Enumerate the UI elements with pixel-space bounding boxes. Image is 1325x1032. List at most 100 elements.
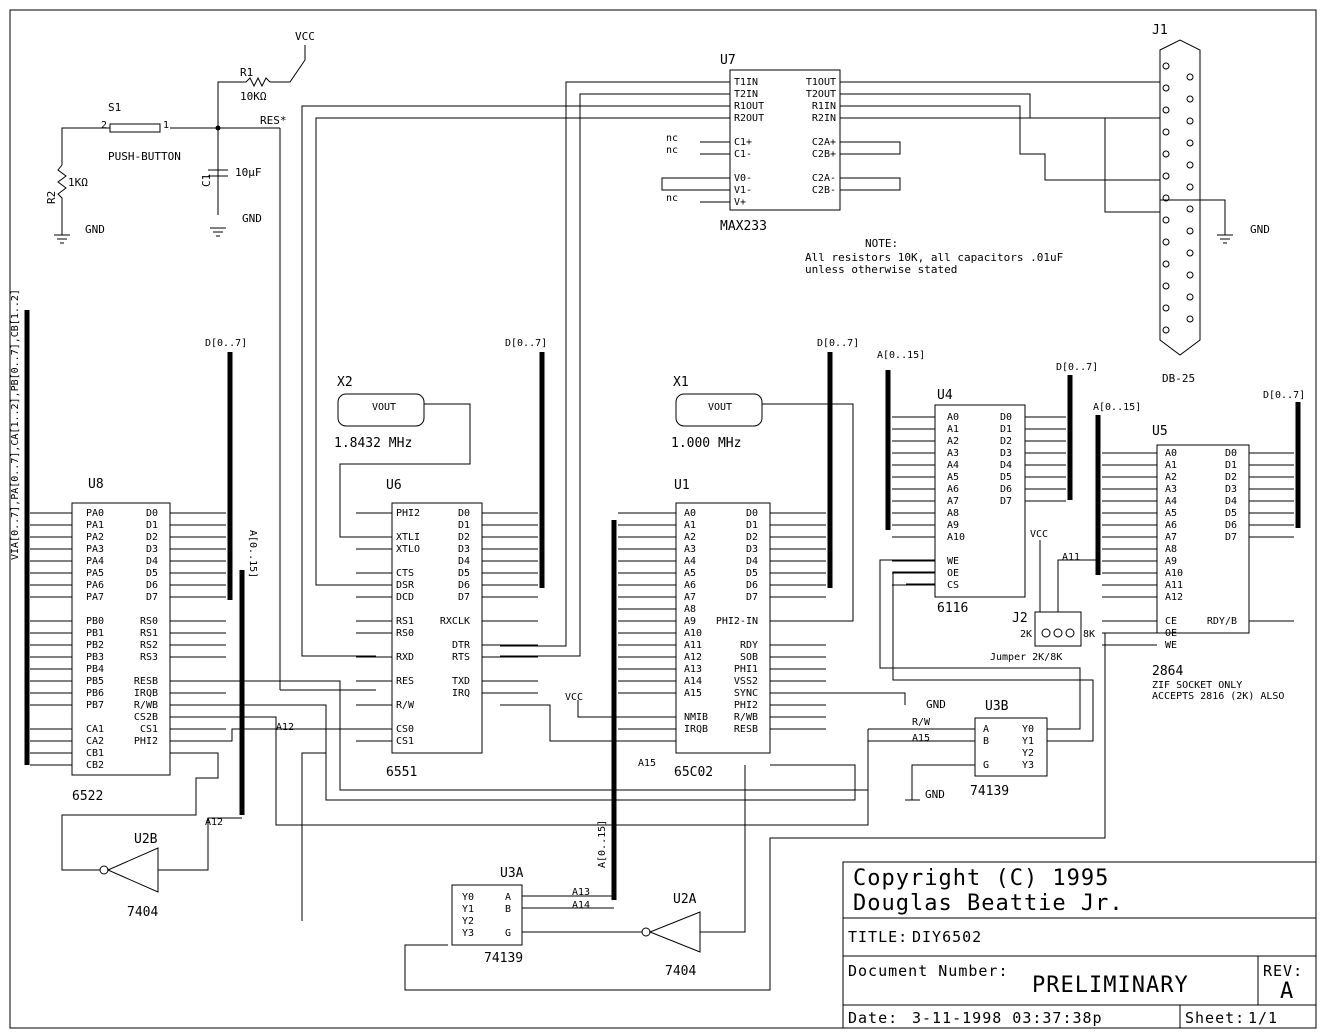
u8-left-pin-label: PB6 bbox=[86, 688, 104, 699]
u1-right-pin-label: PHI2-IN bbox=[716, 616, 758, 627]
s1-ref: S1 bbox=[108, 101, 121, 114]
u1-right-pin-label: R/WB bbox=[734, 712, 758, 723]
j1-part: DB-25 bbox=[1162, 372, 1195, 385]
u6-left-pin-label: CS1 bbox=[396, 736, 414, 747]
svg-text:ACCEPTS 2816 (2K) ALSO: ACCEPTS 2816 (2K) ALSO bbox=[1152, 691, 1284, 702]
s1-value: PUSH-BUTTON bbox=[108, 150, 181, 163]
u1-65c02: U1 65C02 A0A1A2A3A4A5A6A7A8A9A10A11A12A1… bbox=[618, 478, 826, 780]
u8-right-pin-label: IRQB bbox=[134, 688, 158, 699]
u7-left-pin-label: V1- bbox=[734, 185, 752, 196]
x1-oscillator: X1 VOUT 1.000 MHz bbox=[671, 375, 854, 622]
u6-left-pin-label: DSR bbox=[396, 580, 415, 591]
db25-pin bbox=[1162, 106, 1170, 114]
note-line2: unless otherwise stated bbox=[805, 263, 957, 276]
u7-left-pin-label: R2OUT bbox=[734, 113, 764, 124]
u1-left-pin-label: A12 bbox=[684, 652, 702, 663]
db25-pin bbox=[1186, 117, 1194, 125]
r2-value: 1KΩ bbox=[68, 176, 88, 189]
u7-left-pin-label: T1IN bbox=[734, 77, 758, 88]
u1-ref: U1 bbox=[674, 478, 690, 493]
u1-left-pin-label: NMIB bbox=[684, 712, 708, 723]
u7-part: MAX233 bbox=[720, 219, 767, 234]
u5-right-pin-label: D7 bbox=[1225, 532, 1237, 543]
docnum-label: Document Number: bbox=[848, 962, 1009, 980]
u6-left-pin-label: DCD bbox=[396, 592, 414, 603]
u4-left-pin-label: A1 bbox=[947, 424, 959, 435]
r1-value: 10KΩ bbox=[240, 90, 267, 103]
u5-right-pin-label: D4 bbox=[1225, 496, 1237, 507]
u1-left-pin-label: A4 bbox=[684, 556, 696, 567]
svg-text:B: B bbox=[983, 736, 989, 747]
u8-right-pin-label: D2 bbox=[146, 532, 158, 543]
svg-text:8K: 8K bbox=[1083, 629, 1095, 640]
db25-pin bbox=[1162, 326, 1170, 334]
u6-right-pin-label: D0 bbox=[458, 508, 470, 519]
u7-right-pin-label: C2A+ bbox=[812, 137, 836, 148]
svg-text:A15: A15 bbox=[638, 758, 656, 769]
u7-right-pin-label: C2B+ bbox=[812, 149, 836, 160]
sheet-label: Sheet: bbox=[1185, 1009, 1245, 1027]
svg-text:Y2: Y2 bbox=[462, 916, 474, 927]
svg-text:D[0..7]: D[0..7] bbox=[505, 338, 547, 349]
inverter-icon bbox=[106, 847, 159, 893]
svg-text:2K: 2K bbox=[1020, 629, 1032, 640]
svg-text:B: B bbox=[505, 904, 511, 915]
svg-text:Y3: Y3 bbox=[462, 928, 474, 939]
db25-pin bbox=[1162, 282, 1170, 290]
svg-text:VCC: VCC bbox=[565, 692, 583, 703]
svg-text:A: A bbox=[505, 892, 511, 903]
u6-left-pin-label: R/W bbox=[396, 700, 415, 711]
svg-text:Y1: Y1 bbox=[462, 904, 474, 915]
u1-right-pin-label: SOB bbox=[740, 652, 758, 663]
u7-ref: U7 bbox=[720, 53, 736, 68]
u6-right-pin-label: TXD bbox=[452, 676, 470, 687]
u1-left-pin-label: A5 bbox=[684, 568, 696, 579]
via-bus-label: VIA[0..7],PA[0..7],CA[1..2],PB[0..7],CB[… bbox=[10, 289, 21, 560]
u8-6522: U8 6522 PA0PA1PA2PA3PA4PA5PA6PA7PB0PB1PB… bbox=[30, 477, 226, 804]
u1-left-pin-label: A14 bbox=[684, 676, 702, 687]
date-label: Date: bbox=[848, 1009, 898, 1027]
db25-pin bbox=[1162, 194, 1170, 202]
u7-right-pin-label: C2A- bbox=[812, 173, 836, 184]
svg-text:R/W: R/W bbox=[912, 717, 931, 728]
u4-right-pin-label: D5 bbox=[1000, 472, 1012, 483]
svg-text:1.8432 MHz: 1.8432 MHz bbox=[334, 436, 412, 451]
u8-left-pin-label: PA7 bbox=[86, 592, 104, 603]
svg-text:A[0..15]: A[0..15] bbox=[597, 820, 608, 868]
svg-text:74139: 74139 bbox=[970, 784, 1009, 799]
u5-left-pin-label: A9 bbox=[1165, 556, 1177, 567]
u5-left-pin-label: A3 bbox=[1165, 484, 1177, 495]
db25-pin bbox=[1186, 161, 1194, 169]
u6-ref: U6 bbox=[386, 478, 402, 493]
svg-text:A14: A14 bbox=[572, 900, 590, 911]
svg-text:A[0..15]: A[0..15] bbox=[1093, 402, 1141, 413]
u8-right-pin-label: D7 bbox=[146, 592, 158, 603]
u4-left-pin-label: A5 bbox=[947, 472, 959, 483]
u6-right-pin-label: D3 bbox=[458, 544, 470, 555]
u8-right-pin-label: D6 bbox=[146, 580, 158, 591]
r1-ref: R1 bbox=[240, 66, 253, 79]
u4-left-pin-label: A4 bbox=[947, 460, 959, 471]
u7-right-pin-label: R1IN bbox=[812, 101, 836, 112]
u6-right-pin-label: D4 bbox=[458, 556, 470, 567]
u8-left-pin-label: PA2 bbox=[86, 532, 104, 543]
u5-right-pin-label: D6 bbox=[1225, 520, 1237, 531]
u7-left-pin-label: T2IN bbox=[734, 89, 758, 100]
u8-left-pin-label: PA4 bbox=[86, 556, 104, 567]
svg-text:nc: nc bbox=[666, 145, 678, 156]
u1-left-pin-label: A9 bbox=[684, 616, 696, 627]
svg-text:6116: 6116 bbox=[937, 601, 968, 616]
u8-left-pin-label: PB1 bbox=[86, 628, 104, 639]
svg-text:X1: X1 bbox=[673, 375, 689, 390]
db25-pin bbox=[1162, 304, 1170, 312]
u5-left-pin-label: CE bbox=[1165, 616, 1177, 627]
u6-right-pin-label: RXCLK bbox=[440, 616, 470, 627]
u4-left-pin-label: A2 bbox=[947, 436, 959, 447]
svg-text:A11: A11 bbox=[1062, 552, 1080, 563]
u8-left-pin-label: PB2 bbox=[86, 640, 104, 651]
db25-pin bbox=[1186, 95, 1194, 103]
u4-left-pin-label: A9 bbox=[947, 520, 959, 531]
svg-text:A15: A15 bbox=[912, 733, 930, 744]
